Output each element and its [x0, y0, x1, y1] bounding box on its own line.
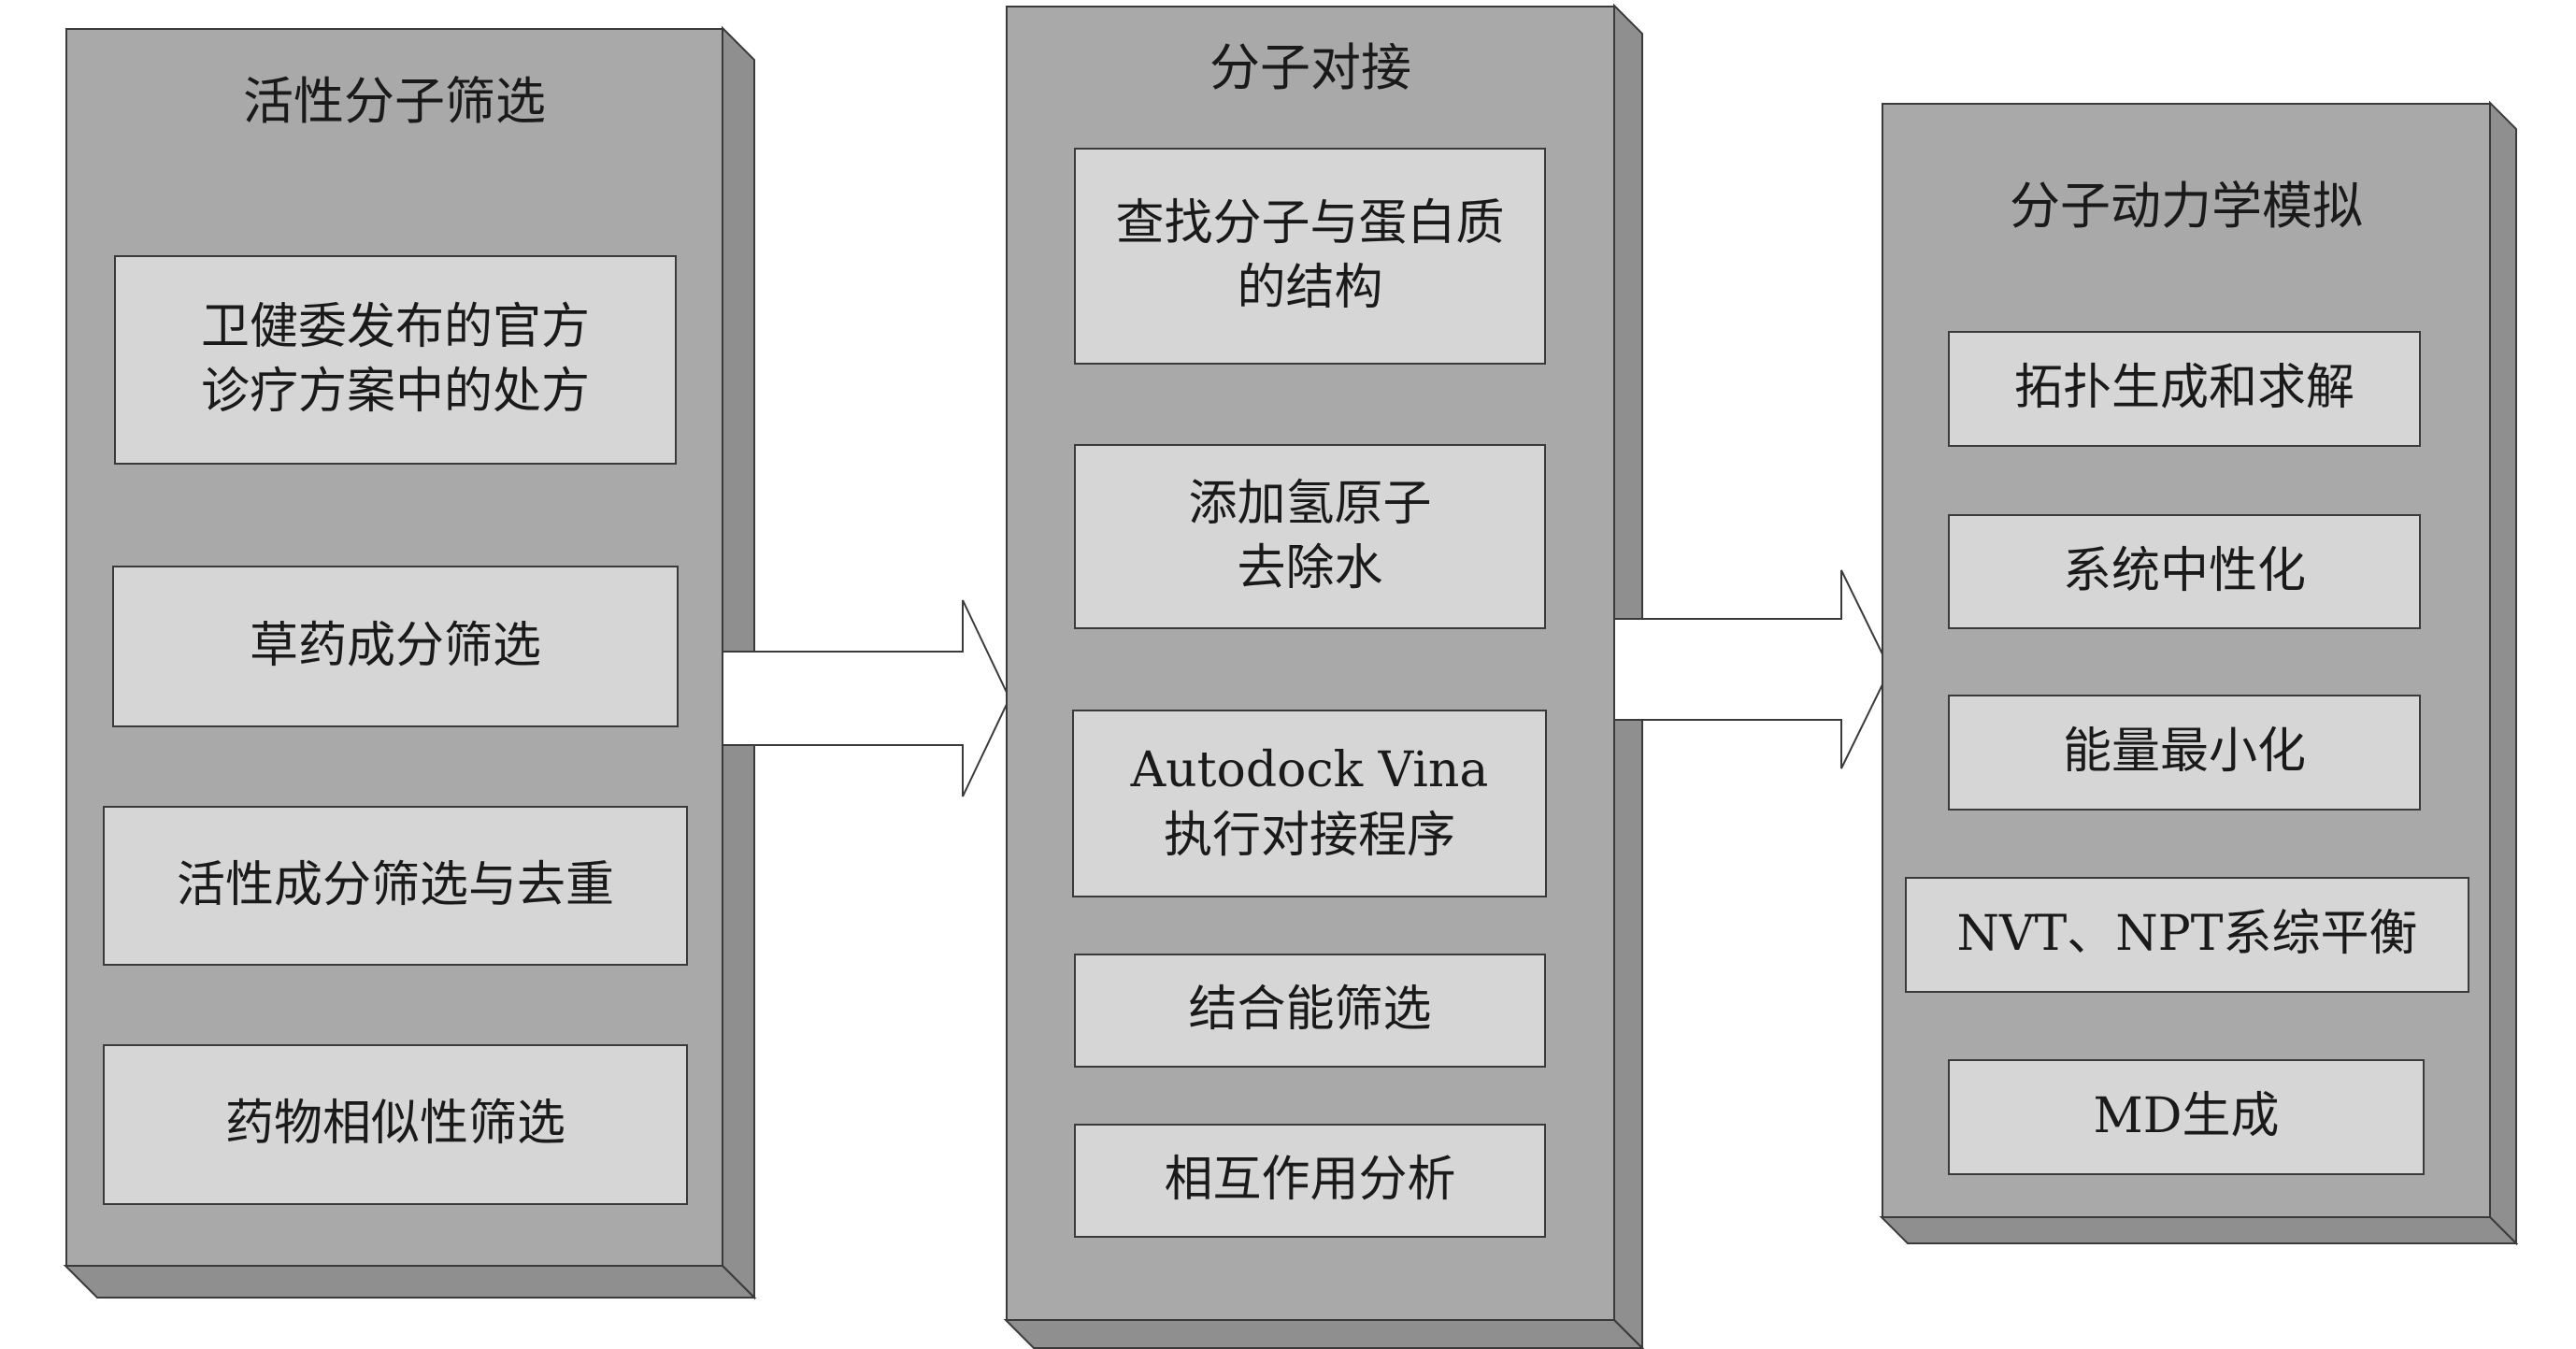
panel-screening-title: 活性分子筛选 — [243, 72, 546, 131]
step-docking-4: 结合能筛选 — [1074, 954, 1546, 1068]
step-md-2-label: 系统中性化 — [2062, 542, 2306, 599]
step-screening-1: 卫健委发布的官方 诊疗方案中的处方 — [114, 255, 677, 465]
flow-arrow-docking-to-md — [1599, 569, 1892, 769]
panel-docking-bottom-face — [1003, 1319, 1645, 1349]
panel-screening-bottom-face — [63, 1265, 757, 1299]
step-docking-3-label: Autodock Vina 执行对接程序 — [1130, 742, 1489, 864]
step-docking-5: 相互作用分析 — [1074, 1124, 1546, 1238]
step-md-2: 系统中性化 — [1948, 514, 2421, 629]
step-md-3: 能量最小化 — [1948, 695, 2421, 811]
step-docking-3: Autodock Vina 执行对接程序 — [1072, 710, 1547, 897]
step-screening-2: 草药成分筛选 — [112, 566, 679, 727]
step-docking-2-label: 添加氢原子 去除水 — [1188, 475, 1432, 596]
flow-arrow-screening-to-docking — [717, 599, 1011, 797]
step-docking-5-label: 相互作用分析 — [1164, 1152, 1456, 1209]
step-screening-3: 活性成分筛选与去重 — [103, 806, 688, 966]
panel-md-side-face — [2489, 100, 2517, 1246]
step-screening-4: 药物相似性筛选 — [103, 1044, 688, 1205]
panel-md-bottom-face — [1879, 1216, 2519, 1244]
step-md-3-label: 能量最小化 — [2062, 724, 2306, 781]
panel-screening-side-face — [722, 25, 755, 1300]
step-docking-2: 添加氢原子 去除水 — [1074, 444, 1546, 629]
step-md-4: NVT、NPT系综平衡 — [1905, 877, 2469, 993]
step-docking-4-label: 结合能筛选 — [1188, 982, 1432, 1039]
step-md-5-label: MD生成 — [2093, 1088, 2280, 1145]
step-docking-1-label: 查找分子与蛋白质 的结构 — [1115, 194, 1505, 316]
step-screening-2-label: 草药成分筛选 — [249, 617, 541, 674]
step-screening-4-label: 药物相似性筛选 — [224, 1096, 565, 1153]
panel-docking-title: 分子对接 — [1209, 38, 1411, 97]
step-screening-1-label: 卫健委发布的官方 诊疗方案中的处方 — [200, 298, 590, 420]
step-docking-1: 查找分子与蛋白质 的结构 — [1074, 148, 1546, 365]
step-md-1: 拓扑生成和求解 — [1948, 331, 2421, 447]
panel-md: 分子动力学模拟 — [1882, 103, 2491, 1218]
step-md-4-label: NVT、NPT系综平衡 — [1956, 906, 2418, 963]
step-screening-3-label: 活性成分筛选与去重 — [176, 856, 614, 913]
step-md-1-label: 拓扑生成和求解 — [2013, 360, 2354, 417]
panel-md-title: 分子动力学模拟 — [2010, 177, 2363, 236]
panel-docking-side-face — [1613, 3, 1643, 1349]
step-md-5: MD生成 — [1948, 1059, 2425, 1175]
